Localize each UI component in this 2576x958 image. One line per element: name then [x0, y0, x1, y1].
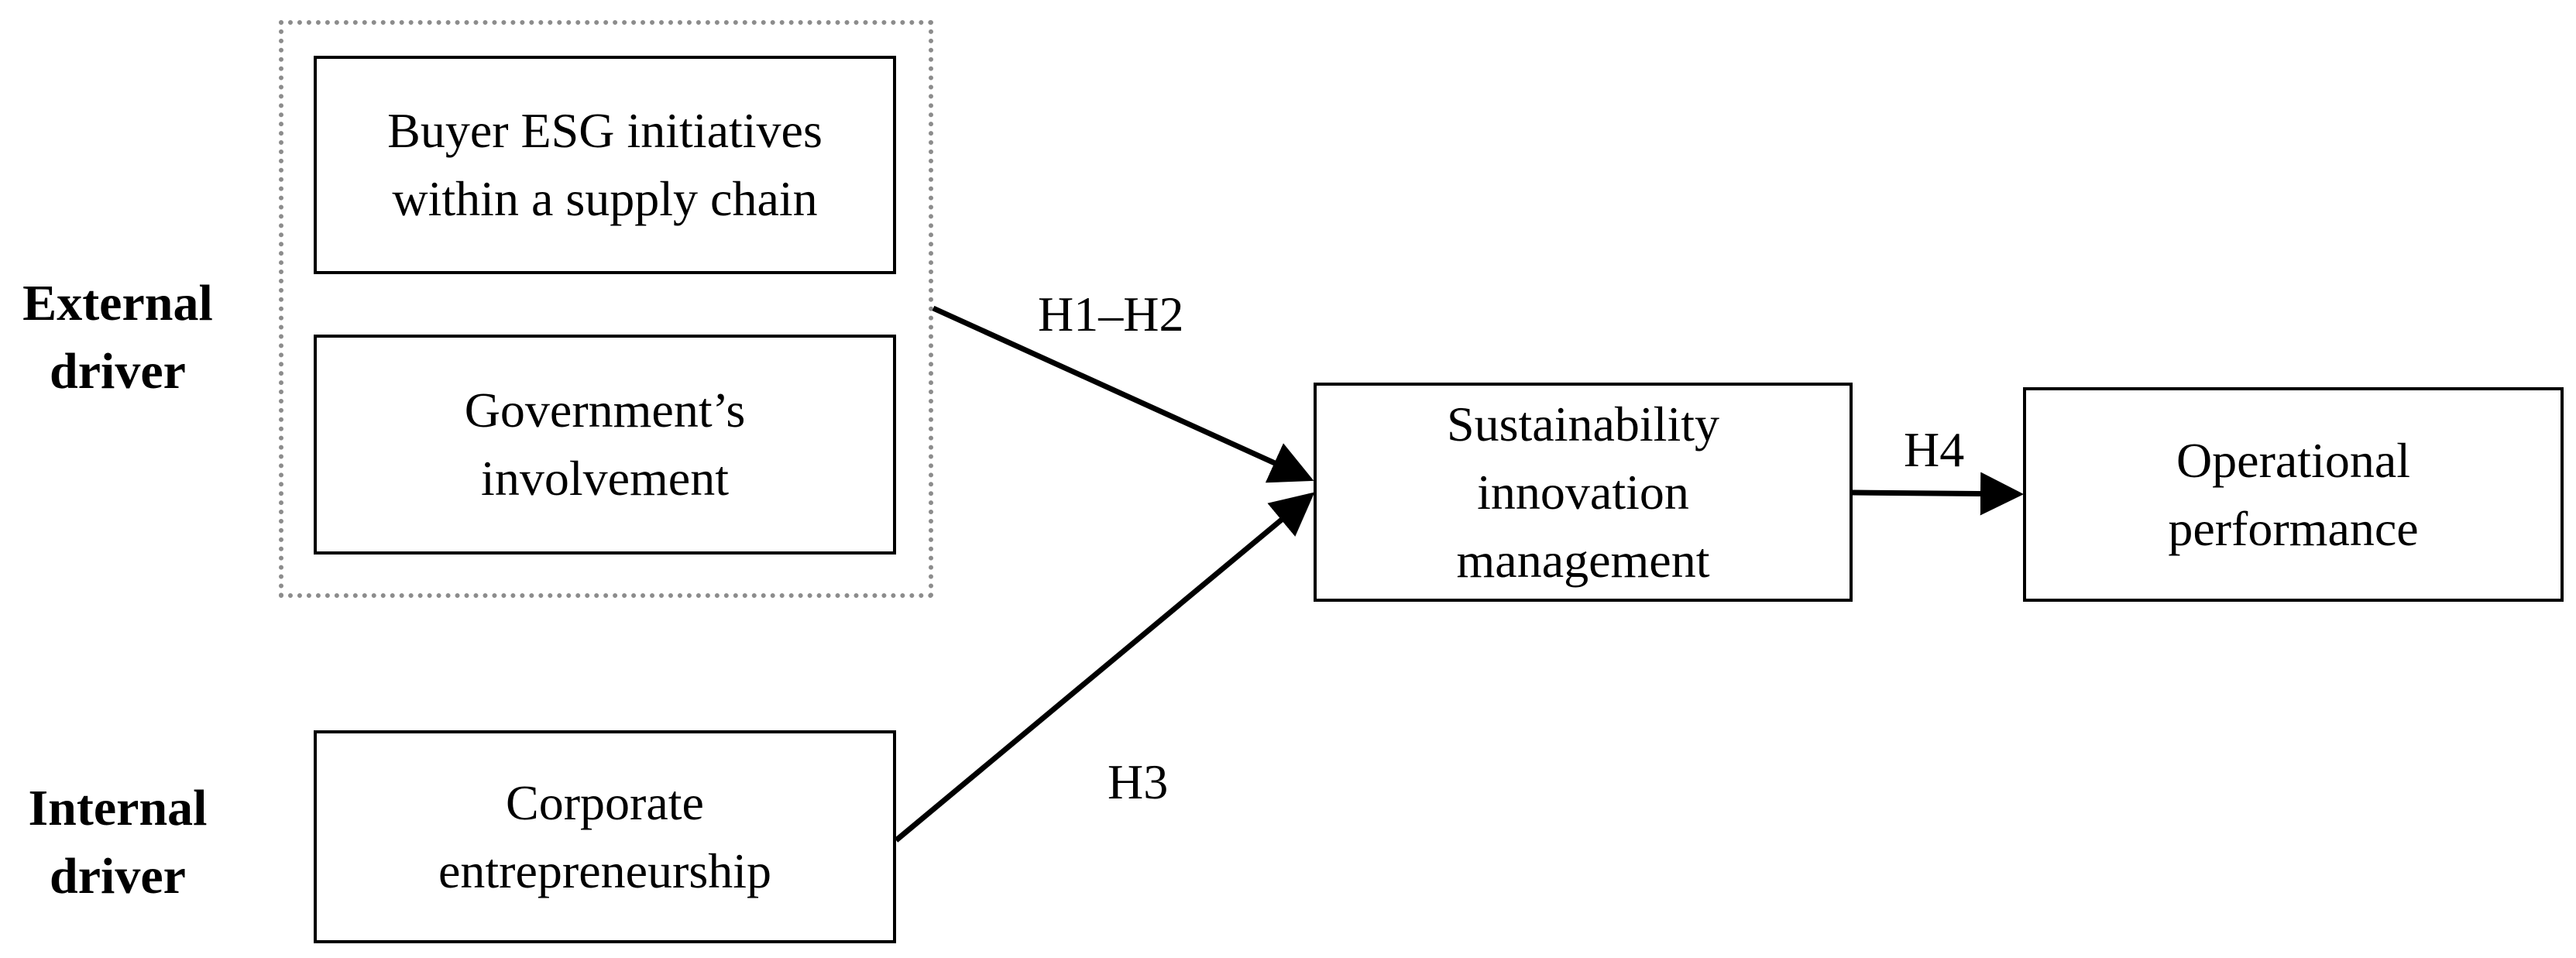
corporate-entrepreneurship-label: Corporate entrepreneurship [438, 774, 772, 898]
hypothesis-h4-label: H4 [1904, 422, 1965, 477]
arrow-h1-h2 [932, 305, 1314, 483]
sustainability-innovation-management-label: Sustainability innovation management [1447, 396, 1719, 588]
external-driver-label: External driver [22, 275, 213, 400]
arrow-h4 [1852, 472, 2024, 516]
operational-performance-box: Operational performance [2023, 387, 2564, 602]
hypothesis-h3-label: H3 [1108, 754, 1169, 809]
government-involvement-box: Government’s involvement [314, 335, 896, 555]
external-driver-group-frame [279, 20, 933, 598]
buyer-esg-initiatives-label: Buyer ESG initiatives within a supply ch… [387, 103, 823, 226]
operational-performance-label: Operational performance [2168, 432, 2419, 556]
arrow-h3 [894, 492, 1315, 843]
internal-driver-label: Internal driver [28, 780, 208, 905]
sustainability-innovation-management-box: Sustainability innovation management [1314, 383, 1853, 602]
hypothesis-h1-h2-label: H1–H2 [1038, 287, 1184, 342]
buyer-esg-initiatives-box: Buyer ESG initiatives within a supply ch… [314, 56, 896, 274]
government-involvement-label: Government’s involvement [464, 383, 746, 506]
corporate-entrepreneurship-box: Corporate entrepreneurship [314, 730, 896, 943]
